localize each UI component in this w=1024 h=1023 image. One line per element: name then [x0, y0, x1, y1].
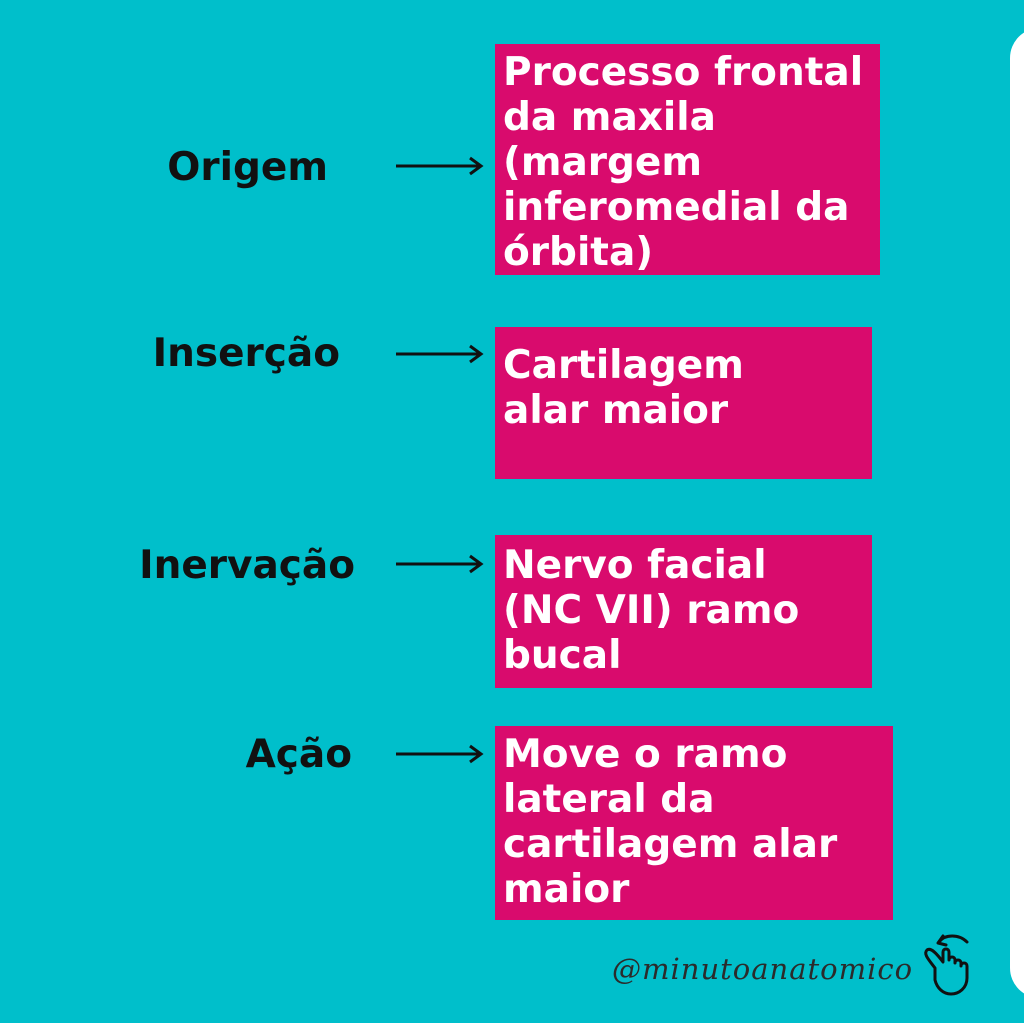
arrow-right-icon [396, 744, 484, 764]
arrow-right-icon [396, 156, 484, 176]
box-acao: Move o ramo lateral da cartilagem alar m… [495, 726, 893, 920]
arrow-right-icon [396, 554, 484, 574]
label-insercao: Inserção [152, 331, 340, 376]
swipe-hand-icon[interactable] [915, 930, 995, 1000]
label-origem: Origem [167, 145, 328, 190]
label-inervacao: Inervação [139, 543, 355, 588]
label-acao: Ação [245, 732, 352, 777]
box-insercao: Cartilagem alar maior [495, 327, 872, 479]
account-handle: @minutoanatomico [612, 952, 914, 986]
side-panel-edge [1010, 28, 1024, 998]
box-inervacao: Nervo facial (NC VII) ramo bucal [495, 535, 872, 688]
box-origem: Processo frontal da maxila (margem infer… [495, 44, 880, 275]
arrow-right-icon [396, 344, 484, 364]
